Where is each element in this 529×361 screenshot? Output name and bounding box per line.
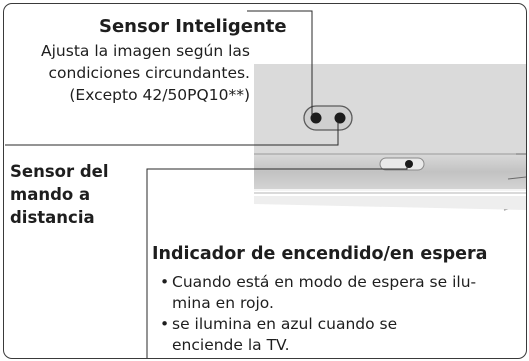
- tv-panel-illustration: [5, 10, 526, 358]
- smart-sensor-line-3: (Excepto 42/50PQ10**): [69, 86, 250, 104]
- bullet-2-line-1: se ilumina en azul cuando se: [160, 314, 476, 335]
- power-indicator-title: Indicador de encendido/en espera: [152, 244, 488, 264]
- bullet-2-line-2: enciende la TV.: [172, 336, 290, 354]
- tv-panel-body: [254, 64, 526, 154]
- diagram-frame: Sensor Inteligente Ajusta la imagen segú…: [3, 3, 527, 359]
- smart-sensor-housing: [303, 105, 353, 131]
- smart-sensor-line-1: Ajusta la imagen según las: [41, 42, 250, 60]
- remote-sensor-label: Sensor del mando a distancia: [10, 160, 109, 229]
- smart-sensor-line-2: condiciones circundantes.: [48, 64, 250, 82]
- remote-sensor-line-3: distancia: [10, 208, 95, 227]
- smart-sensor-right-icon: [334, 112, 346, 124]
- bullet-1-line-1: Cuando está en modo de espera se ilu-: [160, 272, 476, 293]
- remote-sensor-line-1: Sensor del: [10, 162, 109, 181]
- power-indicator-bullets: Cuando está en modo de espera se ilu- mi…: [160, 272, 476, 356]
- power-indicator-led-icon: [405, 160, 413, 168]
- smart-sensor-left-icon: [310, 112, 322, 124]
- smart-sensor-title: Sensor Inteligente: [99, 16, 287, 37]
- remote-sensor-line-2: mando a: [10, 185, 91, 204]
- remote-sensor-housing: [379, 157, 425, 171]
- bullet-1-line-2: mina en rojo.: [172, 294, 274, 312]
- smart-sensor-description: Ajusta la imagen según las condiciones c…: [41, 40, 250, 106]
